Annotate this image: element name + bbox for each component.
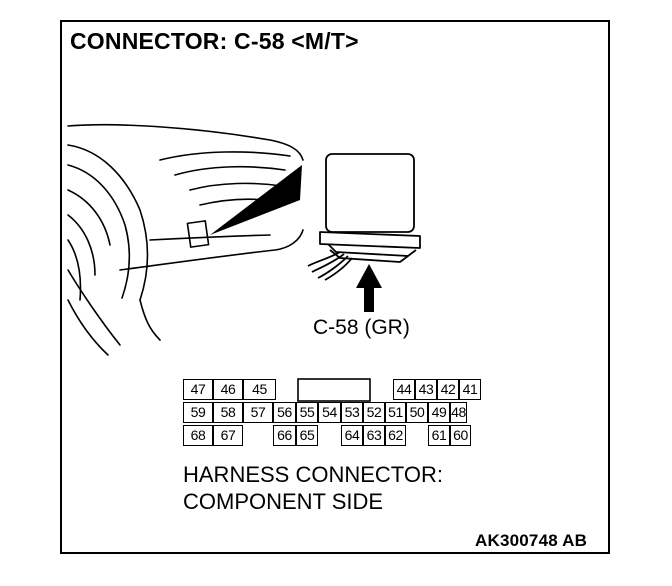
connector-pin-62: 62	[385, 425, 406, 446]
connector-pin-44: 44	[393, 379, 415, 400]
connector-pin-57: 57	[243, 402, 273, 423]
connector-pin-48: 48	[450, 402, 467, 423]
connector-pin-54: 54	[318, 402, 341, 423]
connector-pin-63: 63	[363, 425, 385, 446]
arrow-up-icon	[356, 264, 382, 312]
connector-pin-50: 50	[406, 402, 428, 423]
connector-pin-66: 66	[273, 425, 296, 446]
caption-line-2: COMPONENT SIDE	[183, 489, 384, 514]
connector-pin-68: 68	[183, 425, 213, 446]
connector-pin-52: 52	[363, 402, 385, 423]
dashboard-lower-edge	[119, 229, 304, 271]
connector-pin-46: 46	[213, 379, 243, 400]
connector-pin-58: 58	[213, 402, 243, 423]
ecu-location-marker	[186, 220, 210, 248]
connector-pin-47: 47	[183, 379, 213, 400]
steering-wheel	[67, 144, 149, 301]
connector-pin-67: 67	[213, 425, 243, 446]
connector-key	[297, 378, 371, 402]
caption-line-1: HARNESS CONNECTOR:	[183, 462, 443, 487]
connector-pin-60: 60	[450, 425, 471, 446]
pointer-wedge	[210, 165, 302, 235]
connector-pin-53: 53	[341, 402, 363, 423]
connector-pin-56: 56	[273, 402, 296, 423]
connector-pin-64: 64	[341, 425, 363, 446]
harness-wires	[307, 251, 353, 281]
glovebox-edge	[149, 234, 271, 241]
connector-pin-51: 51	[385, 402, 406, 423]
connector-pin-42: 42	[437, 379, 459, 400]
connector-pin-49: 49	[428, 402, 450, 423]
connector-pin-59: 59	[183, 402, 213, 423]
connector-pin-55: 55	[296, 402, 318, 423]
dashboard-top-edge	[67, 123, 304, 161]
diagram-title: CONNECTOR: C-58 <M/T>	[70, 28, 359, 54]
diagram-frame	[60, 20, 610, 554]
connector-pin-45: 45	[243, 379, 276, 400]
connector-pin-43: 43	[415, 379, 437, 400]
connector-pin-61: 61	[428, 425, 450, 446]
connector-caption: HARNESS CONNECTOR: COMPONENT SIDE	[183, 461, 443, 515]
document-id: AK300748 AB	[475, 531, 588, 550]
ecu-module	[325, 153, 415, 233]
connector-pin-41: 41	[459, 379, 481, 400]
connector-pin-65: 65	[296, 425, 318, 446]
connector-callout-label: C-58 (GR)	[313, 316, 410, 339]
